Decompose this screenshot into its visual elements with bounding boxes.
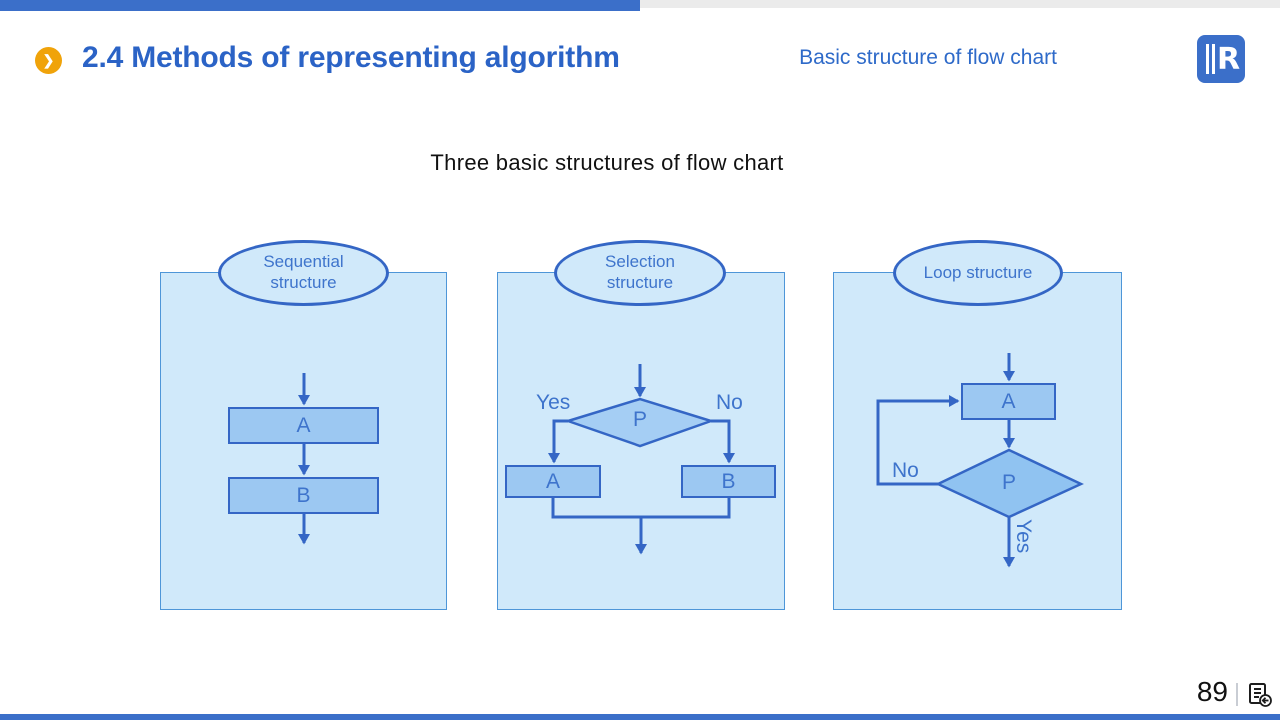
sequential-structure-title: Sequential structure [263, 252, 344, 292]
selection-structure-title: Selection structure [605, 252, 675, 292]
loop-structure-title: Loop structure [923, 262, 1033, 282]
loop-no-label: No [892, 459, 919, 482]
loop-flow-lines [876, 353, 1084, 568]
top-accent-bar-left [0, 0, 640, 11]
selection-structure-title-ellipse: Selection structure [554, 240, 726, 306]
sequential-box-b: B [228, 477, 379, 514]
chevron-glyph: ❯ [42, 52, 55, 68]
loop-yes-label: Yes [1012, 519, 1035, 554]
logo-letter: R [1217, 42, 1241, 77]
loop-structure-title-ellipse: Loop structure [893, 240, 1063, 306]
panel-selection-structure: P Yes No A B [497, 272, 785, 610]
slide-caption: Three basic structures of flow chart [430, 150, 784, 175]
panel-sequential-structure: A B [160, 272, 447, 610]
selection-yes-label: Yes [536, 391, 571, 414]
top-accent-bar-right [640, 0, 1280, 8]
footer-divider [1236, 683, 1238, 706]
loop-box-a-label: A [1001, 389, 1016, 413]
selection-condition-label: P [632, 408, 648, 431]
selection-box-a-label: A [545, 469, 560, 493]
loop-box-a: A [961, 383, 1056, 420]
sequential-box-b-label: B [296, 483, 311, 507]
document-return-icon[interactable] [1247, 682, 1273, 708]
brand-logo-icon: R [1197, 35, 1245, 83]
sequential-box-a-label: A [296, 413, 311, 437]
page-number: 89 [1196, 676, 1228, 707]
chevron-badge-icon: ❯ [35, 47, 62, 74]
logo-bar [1206, 44, 1209, 74]
sequential-structure-title-ellipse: Sequential structure [218, 240, 389, 306]
loop-condition-label: P [1001, 471, 1017, 494]
sequential-box-a: A [228, 407, 379, 444]
bottom-accent-bar [0, 714, 1280, 720]
page-title: 2.4 Methods of representing algorithm [82, 41, 620, 74]
section-label: Basic structure of flow chart [799, 46, 1057, 69]
selection-no-label: No [716, 391, 743, 414]
panel-loop-structure: A P No Yes [833, 272, 1122, 610]
selection-flow-lines [548, 364, 735, 555]
sequential-flow-lines [298, 373, 310, 545]
logo-bar [1212, 44, 1215, 74]
selection-box-b: B [681, 465, 776, 498]
selection-box-a: A [505, 465, 601, 498]
selection-box-b-label: B [721, 469, 736, 493]
